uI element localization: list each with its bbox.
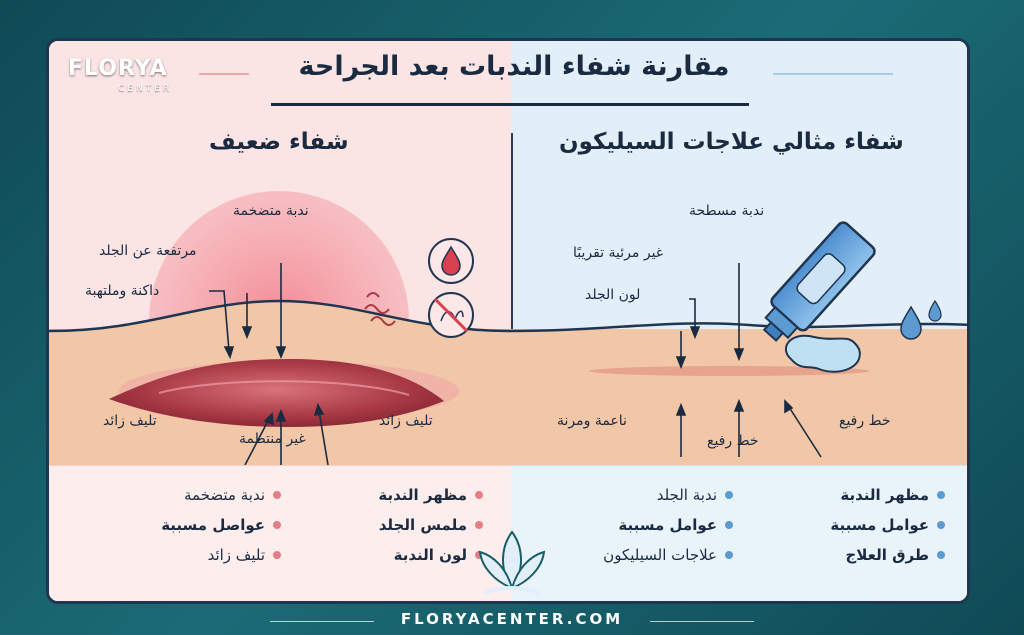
brand-logo-sub: CENTER xyxy=(118,84,173,94)
flat-scar-line xyxy=(589,366,869,376)
water-drops-icon xyxy=(900,299,942,340)
label-smooth-flexible: ناعمة ومرنة xyxy=(557,413,627,429)
ideal-healing-heading: شفاء مثالي علاجات السيليكون xyxy=(559,129,904,155)
footer-url[interactable]: FLORYACENTER.COM xyxy=(400,610,624,628)
label-flat-scar: ندبة مسطحة xyxy=(689,203,765,219)
raised-skin-bump xyxy=(49,301,511,333)
label-irregular: غير منتظمة xyxy=(239,431,306,447)
label-skin-color: لون الجلد xyxy=(585,287,641,303)
inflammation-glow xyxy=(149,191,409,331)
label-excess-fibrosis-right: تليف زائد xyxy=(379,413,433,429)
leaf-emblem-icon xyxy=(478,530,546,596)
label-thin-line-right: خط رفيع xyxy=(839,413,891,429)
label-raised-scar: ندبة متضخمة xyxy=(233,203,309,219)
skin-surface-left xyxy=(49,299,512,333)
blood-drop-icon xyxy=(428,238,474,284)
ideal-healing-arrows xyxy=(675,263,822,458)
list-item: عواصل مسببة xyxy=(161,516,281,534)
no-scratch-icon xyxy=(428,292,474,338)
title-decor-line-left xyxy=(199,73,249,75)
skin-illustration xyxy=(49,191,967,467)
list-item: ندبة متضخمة xyxy=(184,486,281,504)
ideal-healing-list: مظهر الندبة ندبة الجلد عوامل مسببة عوامل… xyxy=(511,465,967,601)
label-excess-fibrosis-left: تليف زائد xyxy=(103,413,157,429)
scar-highlight xyxy=(158,380,410,396)
label-almost-invisible: غير مرئية تقريبًا xyxy=(573,245,664,261)
footer-line-right xyxy=(650,621,754,622)
poor-healing-heading: شفاء ضعيف xyxy=(209,129,349,155)
list-item: لون الندبة xyxy=(394,546,483,564)
skin-surface-right xyxy=(510,322,967,333)
list-item: عوامل مسببة xyxy=(618,516,733,534)
label-dark-inflamed: داكنة وملتهبة xyxy=(85,283,160,299)
poor-healing-arrows xyxy=(209,263,330,467)
comparison-card: مقارنة شفاء الندبات بعد الجراحة شفاء ضعي… xyxy=(46,38,970,604)
poor-healing-list: مظهر الندبة ندبة متضخمة ملمس الجلد عواصل… xyxy=(49,465,511,601)
list-item: مظهر الندبة xyxy=(378,486,483,504)
footer-line-left xyxy=(270,621,374,622)
list-item: تليف زائد xyxy=(208,546,281,564)
hypertrophic-scar xyxy=(109,359,444,427)
list-item: طرق العلاج xyxy=(845,546,945,564)
list-item: علاجات السيليكون xyxy=(603,546,733,564)
label-thin-line-center: خط رفيع xyxy=(707,433,759,449)
silicone-gel-tube-icon xyxy=(762,221,876,342)
title-decor-line-right xyxy=(773,73,893,75)
brand-logo: FLORYA xyxy=(68,56,168,81)
title-underline xyxy=(271,103,749,106)
list-item: مظهر الندبة xyxy=(840,486,945,504)
gel-blob xyxy=(785,334,861,373)
list-item: ندبة الجلد xyxy=(657,486,733,504)
page-title: مقارنة شفاء الندبات بعد الجراحة xyxy=(298,51,730,82)
itch-marks xyxy=(364,292,396,326)
label-raised-from-skin: مرتفعة عن الجلد xyxy=(99,243,197,259)
list-item: عوامل مسببة xyxy=(830,516,945,534)
list-item: ملمس الجلد xyxy=(379,516,483,534)
